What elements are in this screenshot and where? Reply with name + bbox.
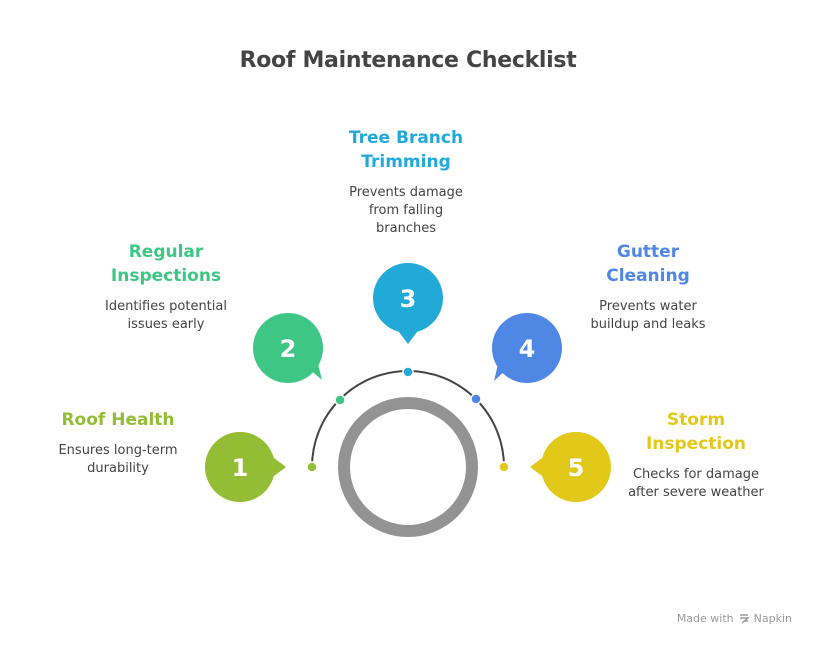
desc-line: after severe weather [628,485,764,500]
step-bubble-1: 1 [205,432,286,502]
step-description-2: Identifies potential issues early [66,298,266,334]
center-ring [338,397,478,537]
arc-dot-4 [470,393,482,405]
heading-text: Storm [666,410,726,430]
made-with-napkin[interactable]: Made with Napkin [677,612,792,625]
step-bubble-2: 2 [253,313,323,383]
heading-text: Roof Health [61,410,175,430]
napkin-brand-text: Napkin [753,612,792,625]
step-number-2: 2 [280,335,297,363]
heading-text: Inspections [110,266,222,286]
made-with-text: Made with [676,612,734,625]
heading-text: Gutter [616,242,680,262]
step-number-3: 3 [400,285,417,313]
desc-line: Prevents water [599,299,697,314]
desc-line: Identifies potential [105,299,227,314]
step-number-4: 4 [519,335,536,363]
heading-text: Tree Branch [348,128,464,148]
arc-dot-5 [498,461,510,473]
step-heading-1: Roof Health [18,408,218,432]
desc-line: durability [87,461,149,476]
heading-text: Cleaning [606,266,690,286]
step-bubble-3: 3 [373,263,443,344]
heading-text: Inspection [645,434,747,454]
step-number-5: 5 [568,454,585,482]
page-title: Roof Maintenance Checklist [239,48,577,73]
step-number-1: 1 [232,454,249,482]
napkin-logo-icon [739,613,750,624]
arc-dot-3 [402,366,414,378]
arc-dot-2 [334,394,346,406]
desc-line: from falling [368,203,444,218]
heading-text: Regular [128,242,204,262]
step-description-4: Prevents water buildup and leaks [548,298,748,334]
step-label-1: Roof Health Ensures long-term durability [18,408,218,478]
desc-line: Checks for damage [632,467,759,482]
step-bubble-4: 4 [492,313,562,383]
desc-line: branches [376,221,436,236]
heading-text: Trimming [361,152,451,172]
desc-line: Ensures long-term [58,443,178,458]
desc-line: buildup and leaks [590,317,706,332]
step-bubble-5: 5 [530,432,611,502]
desc-line: Prevents damage [349,185,463,200]
desc-line: issues early [127,317,205,332]
arc-dot-1 [306,461,318,473]
step-description-3: Prevents damage from falling branches [306,184,506,238]
step-description-5: Checks for damage after severe weather [596,466,796,502]
step-description-1: Ensures long-term durability [18,442,218,478]
